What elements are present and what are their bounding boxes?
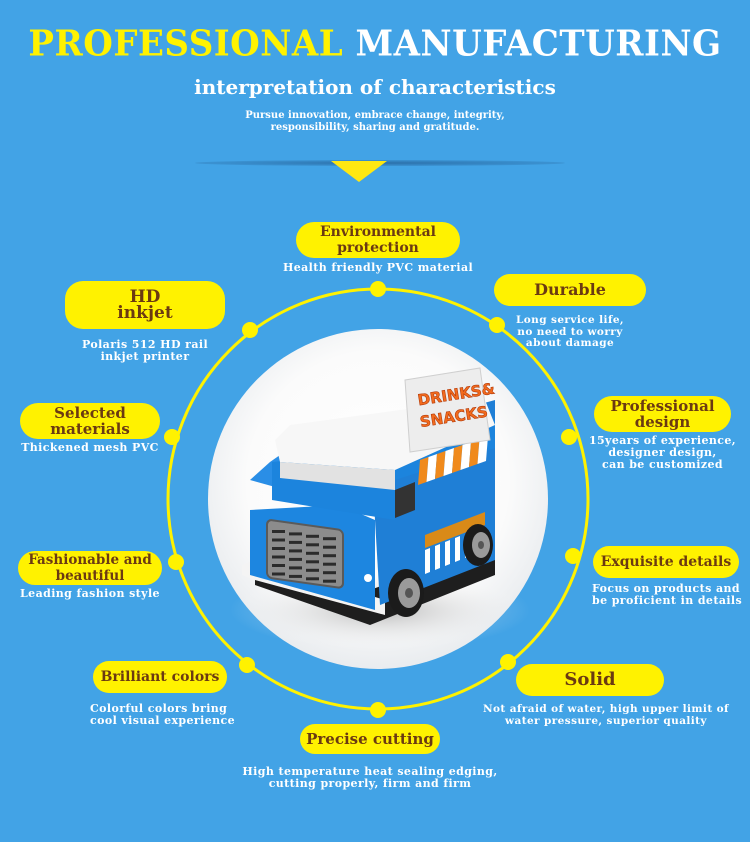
ring-connector-dot — [500, 654, 516, 670]
title-manufacturing: MANUFACTURING — [355, 23, 722, 65]
tagline: Pursue innovation, embrace change, integ… — [0, 110, 750, 134]
feature-durable: Durable Long service life, no need to wo… — [490, 274, 650, 350]
feature-title: Solid — [516, 664, 664, 696]
feature-title: Selected materials — [20, 403, 160, 439]
ring-connector-dot — [370, 281, 386, 297]
feature-desc: Colorful colors bring cool visual experi… — [90, 702, 235, 727]
feature-title: Durable — [494, 274, 646, 306]
feature-desc: Not afraid of water, high upper limit of… — [483, 703, 729, 727]
feature-title: Brilliant colors — [92, 661, 228, 693]
feature-fashionable: Fashionable and beautiful Leading fashio… — [10, 551, 170, 600]
feature-solid: Solid Not afraid of water, high upper li… — [470, 664, 750, 727]
feature-desc: Polaris 512 HD rail inkjet printer — [81, 338, 209, 363]
subtitle: interpretation of characteristics — [194, 75, 556, 99]
feature-title: Professional design — [594, 396, 731, 432]
feature-precise-cutting: Precise cutting High temperature heat se… — [225, 724, 515, 790]
feature-title: Fashionable and beautiful — [18, 551, 162, 585]
ring-connector-dot — [168, 554, 184, 570]
feature-desc: Thickened mesh PVC — [21, 441, 159, 454]
floor-shadow — [230, 570, 530, 650]
feature-exquisite-details: Exquisite details Focus on products and … — [586, 546, 746, 607]
ring-connector-dot — [242, 322, 258, 338]
feature-desc: Health friendly PVC material — [282, 261, 474, 274]
ring-connector-dot — [164, 429, 180, 445]
down-arrow-icon — [331, 161, 387, 182]
feature-title: Precise cutting — [300, 724, 440, 754]
tagline-line-1: Pursue innovation, embrace change, integ… — [245, 110, 505, 121]
feature-brilliant-colors: Brilliant colors Colorful colors bring c… — [80, 661, 240, 727]
feature-desc: High temperature heat sealing edging, cu… — [242, 765, 498, 790]
feature-hd-inkjet: HD inkjet Polaris 512 HD rail inkjet pri… — [65, 281, 225, 363]
feature-title: Environmental protection — [296, 222, 460, 258]
feature-professional-design: Professional design 15years of experienc… — [580, 396, 745, 471]
feature-selected-materials: Selected materials Thickened mesh PVC — [10, 403, 170, 454]
ring-connector-dot — [565, 548, 581, 564]
feature-desc: Focus on products and be proficient in d… — [592, 582, 743, 607]
page-title: PROFESSIONAL MANUFACTURING — [0, 23, 750, 65]
title-professional: PROFESSIONAL — [28, 23, 344, 65]
feature-desc: 15years of experience, designer design, … — [588, 434, 737, 471]
tagline-line-2: responsibility, sharing and gratitude. — [270, 122, 480, 133]
feature-environmental-protection: Environmental protection Health friendly… — [278, 222, 478, 274]
feature-desc: Long service life, no need to worry abou… — [516, 314, 624, 349]
feature-title: Exquisite details — [592, 546, 740, 578]
feature-title: HD inkjet — [65, 281, 225, 329]
feature-desc: Leading fashion style — [20, 587, 160, 600]
ring-connector-dot — [239, 657, 255, 673]
ring-connector-dot — [561, 429, 577, 445]
ring-connector-dot — [489, 317, 505, 333]
ring-connector-dot — [370, 702, 386, 718]
